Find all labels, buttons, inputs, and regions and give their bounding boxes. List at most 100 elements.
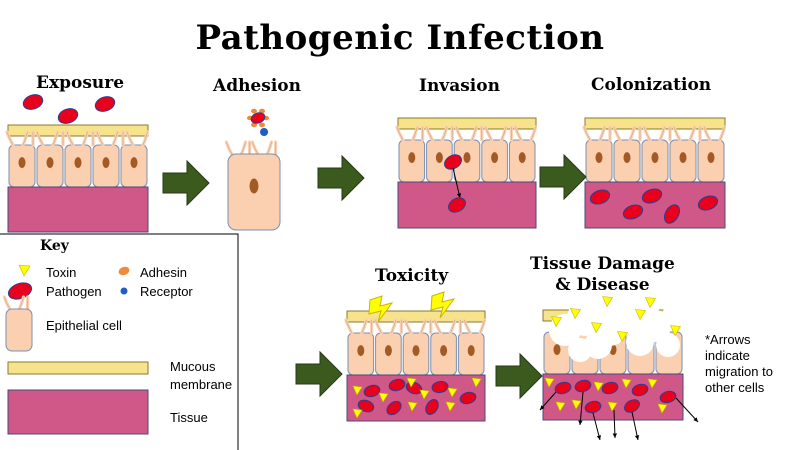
- toxin-marker: [602, 296, 614, 308]
- cilium-outline: [501, 126, 507, 141]
- migration-arrow-head: [456, 193, 462, 198]
- key-border: [0, 233, 239, 450]
- migration-arrow-line: [613, 409, 616, 439]
- panel-tissue-damage: [539, 290, 699, 441]
- stage-label-invasion: Invasion: [419, 76, 500, 96]
- stage-label-toxicity: Toxicity: [375, 266, 449, 286]
- nucleus: [18, 157, 26, 169]
- nucleus: [491, 152, 499, 164]
- cilium-outline: [404, 319, 412, 334]
- migration-arrow-line: [592, 412, 601, 441]
- cilium-outline: [345, 319, 353, 334]
- pathogen: [444, 154, 462, 170]
- cilium-outline: [6, 131, 14, 146]
- toxin-marker: [635, 309, 647, 321]
- nucleus: [384, 345, 392, 357]
- pathogen: [22, 94, 44, 110]
- cilium-outline: [659, 126, 665, 141]
- adhesin: [251, 108, 257, 114]
- cilium-outline: [719, 126, 725, 141]
- pathogen: [663, 204, 681, 224]
- cilium-outline: [22, 131, 28, 146]
- key-label-adhesin: Adhesin: [140, 265, 187, 280]
- stage-label-tissue-damage: Tissue Damage & Disease: [530, 254, 675, 296]
- pathogen: [574, 379, 592, 393]
- toxin-marker: [571, 399, 582, 410]
- mucous-membrane: [346, 310, 486, 323]
- cilium-outline: [442, 126, 448, 141]
- pathogen: [631, 383, 649, 397]
- toxin-marker: [570, 308, 582, 320]
- toxin-marker: [471, 377, 482, 388]
- mucous-membrane: [397, 117, 537, 130]
- stage-label-colonization: Colonization: [591, 75, 712, 95]
- pathogen: [622, 204, 644, 220]
- cilium-outline: [96, 131, 104, 146]
- pathogen: [624, 399, 640, 413]
- key-label-toxin: Toxin: [46, 265, 77, 280]
- nucleus: [102, 157, 110, 169]
- pathogen: [431, 380, 449, 394]
- cilium-outline: [4, 296, 11, 311]
- toxin-marker: [378, 392, 389, 403]
- migration-note-line4: other cells: [705, 380, 765, 395]
- toxin-marker: [621, 378, 632, 389]
- adhesin: [259, 108, 265, 114]
- pathogen: [659, 390, 677, 404]
- toxin-marker: [647, 378, 658, 389]
- cilium-outline: [361, 319, 367, 334]
- nucleus: [467, 345, 475, 357]
- pathogen: [388, 378, 406, 392]
- toxin-marker: [445, 401, 456, 412]
- panel-invasion: [395, 117, 538, 229]
- toxin-marker: [555, 401, 566, 412]
- cilium-outline: [66, 131, 74, 146]
- key-label-mucous-line1: Mucous: [170, 359, 216, 374]
- pathogen: [554, 381, 572, 395]
- migration-arrow-head: [578, 420, 583, 425]
- cilium-outline: [689, 126, 695, 141]
- tissue-damage-cloud: [662, 302, 690, 330]
- cilium-outline: [226, 141, 233, 156]
- nucleus: [46, 157, 54, 169]
- process-arrow-invasion-to-colonization: [539, 153, 587, 201]
- pathogen: [601, 381, 619, 395]
- migration-note: *Arrows indicate migration to other cell…: [705, 332, 795, 396]
- diagram-title: Pathogenic Infection: [195, 18, 605, 58]
- cilium-outline: [629, 126, 635, 141]
- migration-arrow-line: [675, 397, 699, 423]
- cilium-outline: [485, 126, 492, 141]
- pathogen: [459, 391, 477, 405]
- nucleus: [518, 152, 526, 164]
- key-label-receptor: Receptor: [140, 284, 193, 299]
- toxin-marker: [593, 381, 604, 392]
- nucleus: [74, 157, 82, 169]
- pathogen: [386, 400, 402, 416]
- cilium-outline: [673, 126, 681, 141]
- cilium-outline: [471, 126, 477, 141]
- toxin-marker: [591, 322, 603, 334]
- nucleus: [651, 152, 659, 164]
- pathogen: [363, 384, 381, 398]
- cilium-outline: [455, 126, 463, 141]
- panel-toxicity: [344, 291, 487, 422]
- cilium-outline: [434, 319, 441, 334]
- cilium-outline: [479, 319, 485, 334]
- tissue-layer: [542, 373, 684, 421]
- toxin-marker: [352, 408, 363, 419]
- toxin-lightning-icon: [430, 291, 456, 319]
- cilium-outline: [450, 319, 456, 334]
- adhesin: [259, 122, 265, 128]
- migration-arrow-head: [596, 435, 601, 440]
- migration-arrow-head: [540, 405, 545, 410]
- process-arrow-exposure-to-adhesion: [162, 159, 210, 207]
- adhesin: [251, 122, 257, 128]
- key-label-mucous-membrane: Mucous membrane: [170, 358, 232, 394]
- epithelial-cell: [5, 308, 33, 352]
- pathogen: [250, 112, 266, 124]
- stage-label-adhesion: Adhesion: [213, 76, 301, 96]
- toxin-marker: [670, 325, 682, 337]
- cilium-outline: [52, 131, 58, 146]
- nucleus: [707, 152, 715, 164]
